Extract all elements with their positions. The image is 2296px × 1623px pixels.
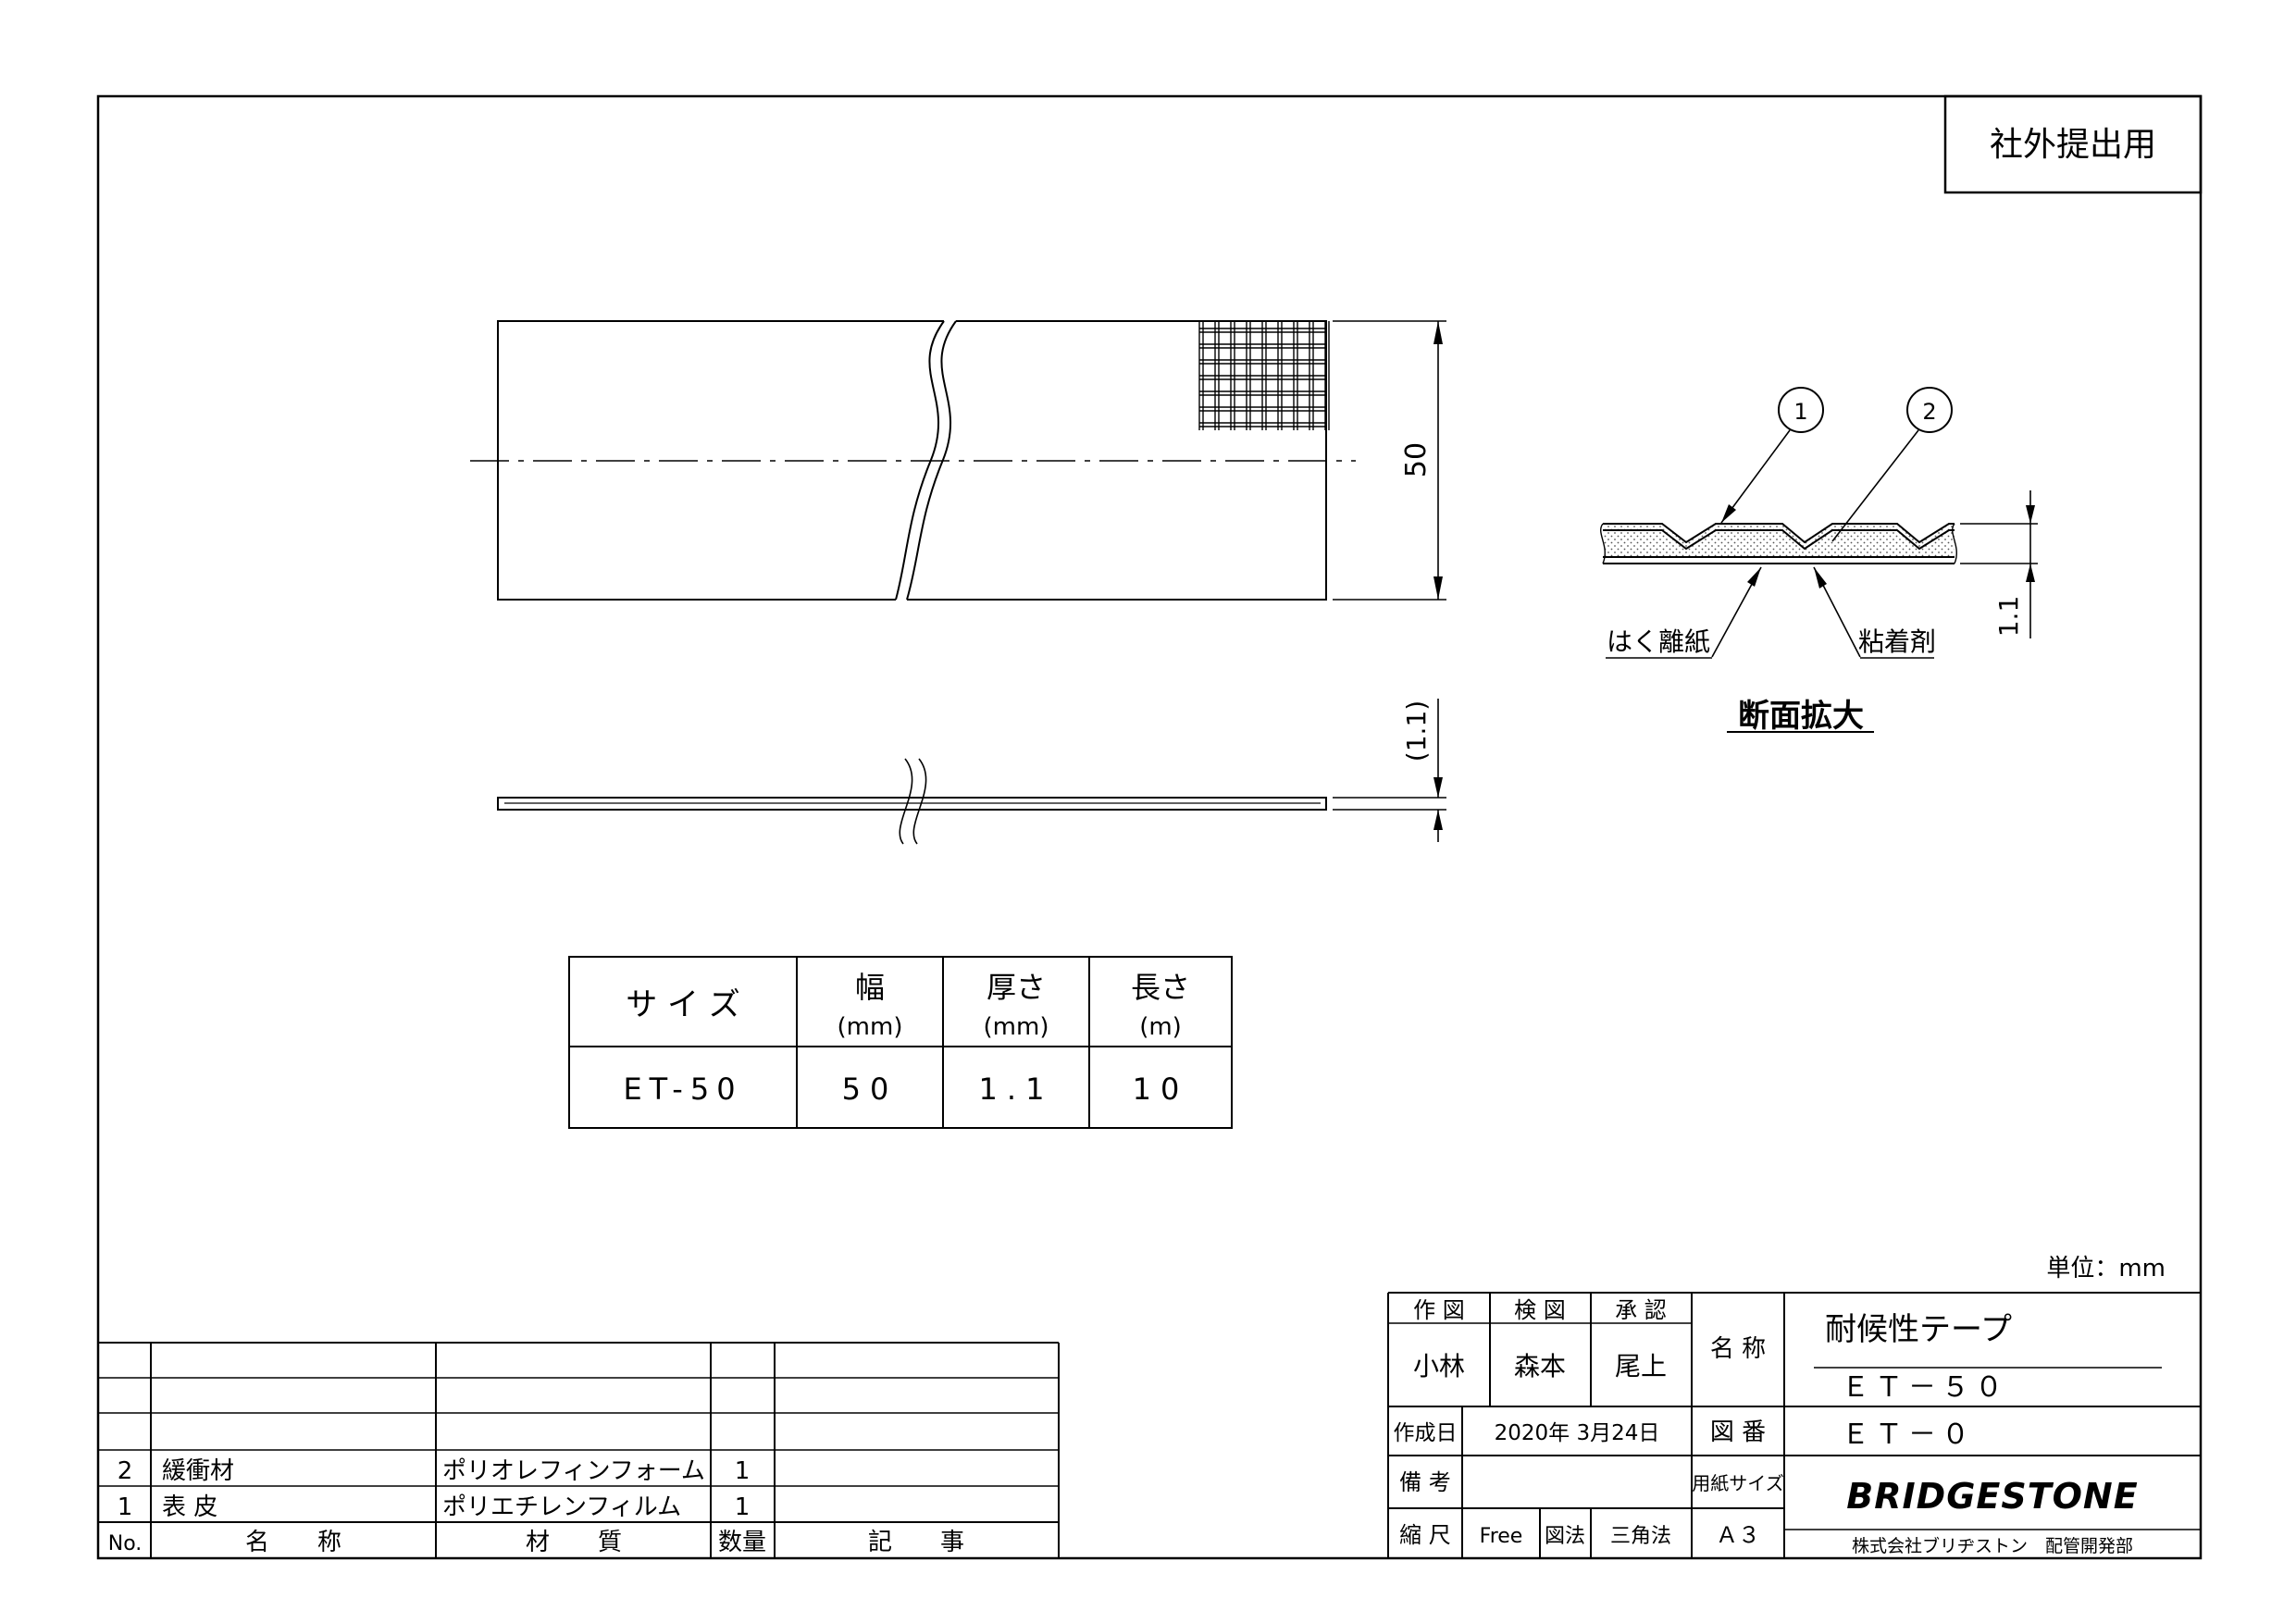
length-header: 長さ xyxy=(1131,970,1190,1005)
stamp-box: 社外提出用 xyxy=(1943,94,2203,194)
projection-label: 図法 xyxy=(1545,1525,1585,1548)
part-1-name: 表 皮 xyxy=(162,1493,217,1521)
company-name: 株式会社ブリヂストン 配管開発部 xyxy=(1852,1535,2133,1556)
thickness-header: 厚さ xyxy=(987,970,1046,1005)
thickness-value: 1.1 xyxy=(979,1072,1054,1107)
product-code: ＥＴ－５０ xyxy=(1842,1371,2008,1404)
top-view xyxy=(470,320,1446,601)
part-1-qty: 1 xyxy=(735,1493,751,1521)
drawing-border xyxy=(96,94,2203,1560)
drawing-no: ＥＴ－０ xyxy=(1842,1419,1975,1451)
size-header: サ イ ズ xyxy=(626,986,740,1023)
header-name: 名 称 xyxy=(245,1529,341,1556)
mesh-pattern xyxy=(1198,321,1330,430)
drawing-no-label: 図 番 xyxy=(1710,1419,1766,1446)
checked-label: 検 図 xyxy=(1514,1297,1566,1323)
thickness-dimension: (1.1) xyxy=(1401,700,1432,762)
date-value: 2020年 3月24日 xyxy=(1495,1421,1660,1445)
size-value: ET-50 xyxy=(623,1072,742,1107)
width-value: 50 xyxy=(842,1072,899,1107)
release-paper-label: はく離紙 xyxy=(1607,626,1710,657)
balloon-1-label: 1 xyxy=(1793,399,1807,425)
length-value: 10 xyxy=(1133,1072,1189,1107)
checked-by: 森本 xyxy=(1514,1351,1566,1381)
width-dimension: 50 xyxy=(1400,442,1433,477)
part-2-name: 緩衝材 xyxy=(162,1457,234,1485)
length-unit: (m) xyxy=(1139,1013,1182,1041)
scale-value: Free xyxy=(1480,1525,1523,1548)
paper-size-value: Ａ３ xyxy=(1716,1522,1760,1548)
part-1-material: ポリエチレンフィルム xyxy=(442,1493,681,1521)
remarks-label: 備 考 xyxy=(1399,1469,1451,1495)
approved-by: 尾上 xyxy=(1615,1351,1667,1381)
title-block xyxy=(1387,1292,2201,1558)
header-notes: 記 事 xyxy=(868,1529,964,1556)
side-view xyxy=(497,699,1446,845)
part-2-qty: 1 xyxy=(735,1457,751,1485)
thickness-unit: (mm) xyxy=(984,1013,1049,1041)
width-unit: (mm) xyxy=(838,1013,903,1041)
width-header: 幅 xyxy=(855,970,885,1005)
drawn-by: 小林 xyxy=(1413,1351,1465,1381)
brand-logo: BRIDGESTONE xyxy=(1846,1476,2138,1517)
part-2-material: ポリオレフィンフォーム xyxy=(442,1457,705,1485)
header-no: No. xyxy=(108,1532,143,1555)
section-detail xyxy=(1600,387,2038,733)
part-1-no: 1 xyxy=(118,1493,133,1521)
balloon-2-label: 2 xyxy=(1922,399,1936,425)
parts-table xyxy=(98,1342,1060,1558)
date-label: 作成日 xyxy=(1394,1421,1458,1445)
scale-label: 縮 尺 xyxy=(1399,1522,1451,1548)
drawn-label: 作 図 xyxy=(1413,1297,1465,1323)
part-2-no: 2 xyxy=(118,1457,133,1485)
projection-value: 三角法 xyxy=(1610,1525,1671,1548)
unit-note: 単位：mm xyxy=(2046,1255,2166,1282)
adhesive-label: 粘着剤 xyxy=(1858,626,1936,657)
stamp-label: 社外提出用 xyxy=(1990,126,2156,164)
approved-label: 承 認 xyxy=(1615,1297,1667,1323)
product-name: 耐候性テープ xyxy=(1825,1311,2012,1348)
paper-size-label: 用紙サイズ xyxy=(1692,1472,1783,1494)
name-label: 名 称 xyxy=(1710,1335,1766,1363)
section-thickness-dimension: 1.1 xyxy=(1993,596,2024,638)
size-table xyxy=(568,956,1233,1129)
header-material: 材 質 xyxy=(526,1529,622,1556)
balloon-2 xyxy=(1906,387,1953,433)
section-title: 断面拡大 xyxy=(1738,698,1864,735)
balloon-1 xyxy=(1778,387,1824,433)
header-qty: 数量 xyxy=(718,1529,766,1556)
